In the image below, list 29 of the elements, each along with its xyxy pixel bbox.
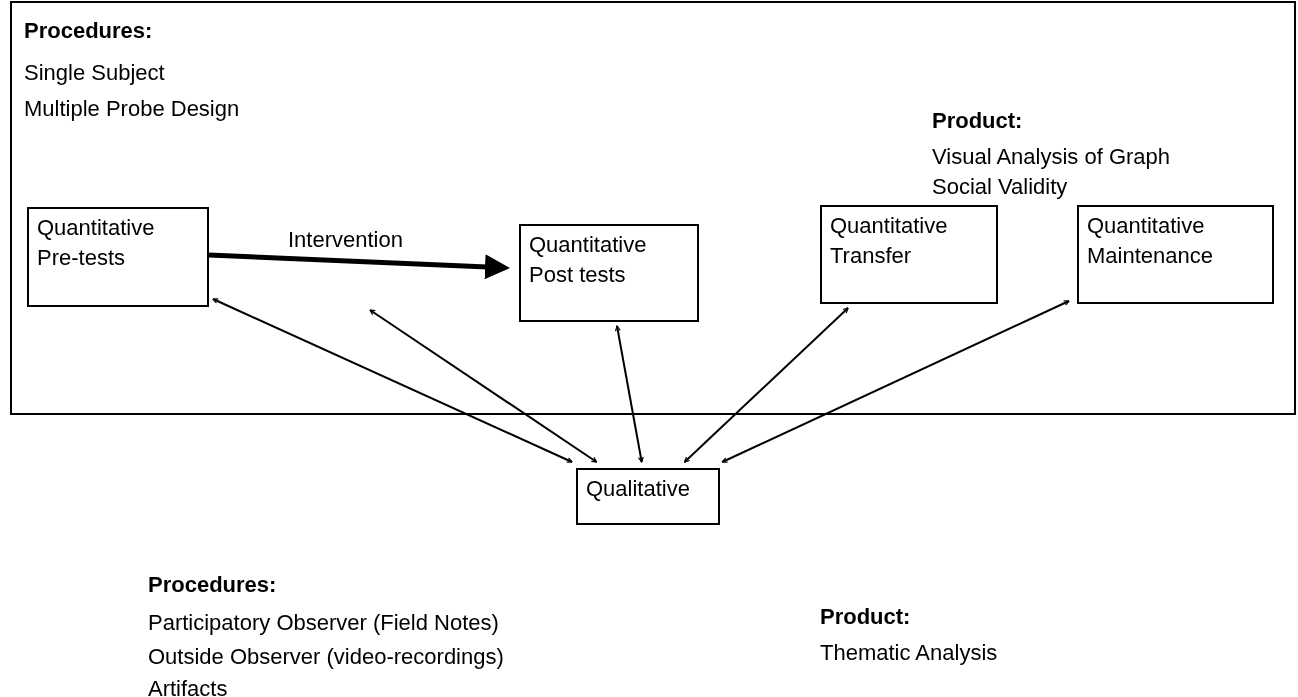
box-text: Quantitative Transfer <box>830 212 949 270</box>
section-heading: Procedures: <box>148 571 277 599</box>
body-text: Multiple Probe Design <box>24 95 240 123</box>
arrow <box>721 300 1070 463</box>
section-heading: Product: <box>820 603 911 631</box>
arrow <box>369 309 598 463</box>
body-text: Social Validity <box>932 173 1068 201</box>
box-text: Quantitative Maintenance <box>1087 212 1214 270</box>
arrow <box>208 252 510 280</box>
panel-frame <box>10 1 1296 415</box>
box-text: Qualitative <box>586 475 691 503</box>
section-heading: Procedures: <box>24 17 153 45</box>
process-box <box>27 207 209 307</box>
box-text: Quantitative Pre-tests <box>37 214 156 272</box>
section-heading: Product: <box>932 107 1023 135</box>
body-text: Participatory Observer (Field Notes) <box>148 609 499 637</box>
body-text: Thematic Analysis <box>820 639 998 667</box>
body-text: Artifacts <box>148 675 228 697</box>
process-box <box>1077 205 1274 304</box>
arrow <box>614 325 644 463</box>
process-box <box>519 224 699 322</box>
arrow <box>683 307 850 463</box>
arrow <box>212 298 573 463</box>
process-box <box>820 205 998 304</box>
box-text: Quantitative Post tests <box>529 231 648 289</box>
body-text: Visual Analysis of Graph <box>932 143 1171 171</box>
body-text: Outside Observer (video-recordings) <box>148 643 504 671</box>
body-text: Single Subject <box>24 59 165 87</box>
process-box <box>576 468 720 525</box>
